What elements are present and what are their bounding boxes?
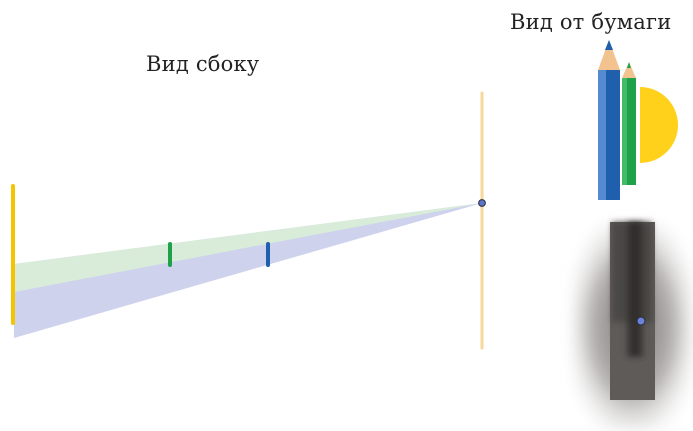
green-pencil-icon (622, 62, 636, 185)
pinhole-dot (478, 199, 486, 207)
blue-pencil-icon (598, 40, 620, 200)
pinhole-dot-paper (636, 316, 646, 326)
green-light-beam (14, 203, 482, 292)
blue-light-beam (14, 203, 482, 338)
paper-projection (572, 222, 693, 431)
paper-view-label: Вид от бумаги (510, 10, 672, 34)
side-view-label: Вид сбоку (146, 52, 260, 76)
